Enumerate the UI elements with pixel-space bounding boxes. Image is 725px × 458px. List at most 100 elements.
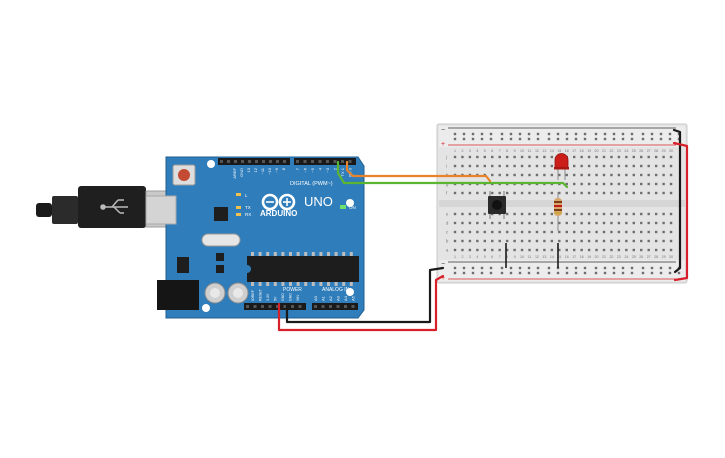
rail-hole[interactable]	[556, 132, 560, 136]
breadboard-hole[interactable]	[513, 191, 516, 195]
breadboard-hole[interactable]	[640, 230, 643, 234]
breadboard-hole[interactable]	[640, 212, 643, 216]
breadboard-hole[interactable]	[476, 191, 479, 195]
breadboard-hole[interactable]	[580, 155, 583, 159]
breadboard-hole[interactable]	[654, 173, 658, 177]
rail-bridge-negative[interactable]	[672, 128, 682, 274]
breadboard-hole[interactable]	[535, 230, 539, 234]
breadboard-hole[interactable]	[640, 182, 643, 186]
rail-hole[interactable]	[453, 132, 457, 136]
breadboard-hole[interactable]	[550, 239, 554, 243]
breadboard-hole[interactable]	[587, 221, 591, 225]
rail-hole[interactable]	[509, 137, 513, 141]
breadboard-hole[interactable]	[610, 248, 613, 252]
breadboard-hole[interactable]	[587, 239, 591, 243]
breadboard-hole[interactable]	[595, 173, 598, 177]
breadboard-hole[interactable]	[558, 221, 561, 225]
breadboard-hole[interactable]	[535, 239, 539, 243]
breadboard-hole[interactable]	[632, 191, 635, 195]
rail-hole[interactable]	[556, 271, 560, 275]
breadboard-hole[interactable]	[453, 221, 457, 225]
header-pin[interactable]	[268, 305, 272, 308]
header-pin[interactable]	[248, 160, 251, 163]
rail-hole[interactable]	[480, 132, 484, 136]
rail-hole[interactable]	[480, 137, 484, 141]
header-pin[interactable]	[329, 305, 332, 308]
header-pin[interactable]	[276, 305, 279, 308]
rail-hole[interactable]	[518, 271, 522, 275]
breadboard-hole[interactable]	[461, 248, 464, 252]
breadboard-hole[interactable]	[625, 221, 628, 225]
breadboard-hole[interactable]	[647, 221, 650, 225]
breadboard-hole[interactable]	[461, 212, 464, 216]
breadboard-hole[interactable]	[491, 230, 494, 234]
rail-hole[interactable]	[500, 132, 504, 136]
breadboard-hole[interactable]	[602, 239, 606, 243]
rail-hole[interactable]	[659, 137, 663, 141]
breadboard-hole[interactable]	[550, 164, 554, 168]
breadboard-hole[interactable]	[654, 221, 658, 225]
rail-hole[interactable]	[527, 266, 531, 270]
rail-hole[interactable]	[630, 132, 634, 136]
breadboard-hole[interactable]	[573, 248, 576, 252]
breadboard-hole[interactable]	[528, 191, 531, 195]
breadboard-hole[interactable]	[528, 164, 531, 168]
breadboard-hole[interactable]	[483, 248, 486, 252]
breadboard-hole[interactable]	[491, 221, 494, 225]
breadboard-hole[interactable]	[610, 182, 613, 186]
breadboard-hole[interactable]	[535, 155, 539, 159]
breadboard-hole[interactable]	[498, 191, 501, 195]
breadboard-hole[interactable]	[513, 239, 516, 243]
rail-hole[interactable]	[574, 132, 578, 136]
breadboard-hole[interactable]	[505, 230, 509, 234]
breadboard-hole[interactable]	[565, 182, 568, 186]
breadboard-hole[interactable]	[647, 191, 650, 195]
breadboard-hole[interactable]	[587, 182, 591, 186]
breadboard-hole[interactable]	[654, 164, 658, 168]
breadboard-hole[interactable]	[520, 191, 524, 195]
breadboard-hole[interactable]	[498, 221, 501, 225]
breadboard-hole[interactable]	[617, 230, 621, 234]
breadboard-hole[interactable]	[617, 173, 621, 177]
rail-hole[interactable]	[509, 132, 513, 136]
breadboard-hole[interactable]	[476, 164, 479, 168]
breadboard-hole[interactable]	[476, 212, 479, 216]
breadboard-hole[interactable]	[505, 248, 509, 252]
breadboard-hole[interactable]	[491, 155, 494, 159]
breadboard-hole[interactable]	[528, 155, 531, 159]
breadboard-hole[interactable]	[647, 173, 650, 177]
breadboard-hole[interactable]	[468, 164, 472, 168]
breadboard-hole[interactable]	[654, 212, 658, 216]
rail-hole[interactable]	[594, 132, 598, 136]
header-pin[interactable]	[234, 160, 237, 163]
breadboard-hole[interactable]	[602, 230, 606, 234]
breadboard-hole[interactable]	[669, 173, 673, 177]
header-pin[interactable]	[336, 305, 340, 308]
rail-hole[interactable]	[500, 271, 504, 275]
breadboard-hole[interactable]	[610, 173, 613, 177]
breadboard-hole[interactable]	[580, 212, 583, 216]
breadboard-hole[interactable]	[647, 212, 650, 216]
header-pin[interactable]	[291, 305, 294, 308]
rail-hole[interactable]	[471, 137, 475, 141]
breadboard-hole[interactable]	[625, 173, 628, 177]
breadboard-hole[interactable]	[535, 221, 539, 225]
breadboard-hole[interactable]	[550, 248, 554, 252]
breadboard-hole[interactable]	[513, 212, 516, 216]
breadboard-hole[interactable]	[453, 191, 457, 195]
breadboard-hole[interactable]	[520, 212, 524, 216]
rail-hole[interactable]	[489, 266, 493, 270]
breadboard-hole[interactable]	[602, 221, 606, 225]
breadboard-hole[interactable]	[602, 191, 606, 195]
breadboard-hole[interactable]	[528, 239, 531, 243]
breadboard-hole[interactable]	[491, 164, 494, 168]
breadboard-hole[interactable]	[468, 230, 472, 234]
breadboard-hole[interactable]	[565, 230, 568, 234]
rail-hole[interactable]	[641, 137, 645, 141]
breadboard-hole[interactable]	[513, 221, 516, 225]
rail-hole[interactable]	[536, 137, 540, 141]
rail-hole[interactable]	[603, 271, 607, 275]
breadboard-hole[interactable]	[468, 248, 472, 252]
rail-hole[interactable]	[583, 132, 587, 136]
